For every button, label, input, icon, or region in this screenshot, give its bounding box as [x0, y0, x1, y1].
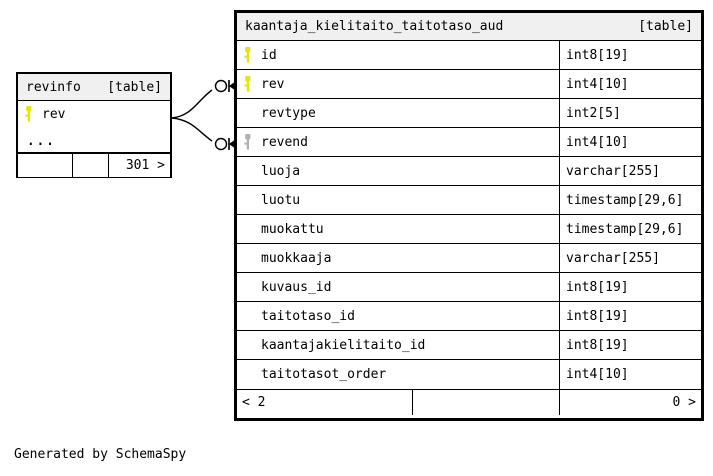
column-name-cell: muokattu: [237, 215, 559, 243]
column-name-cell: kuvaus_id: [237, 273, 559, 301]
column-name: taitotasot_order: [261, 367, 387, 382]
table-column-list: rev: [18, 101, 170, 127]
key-icon: [244, 134, 251, 150]
table-row[interactable]: rev int4[10]: [237, 70, 701, 99]
table-row[interactable]: taitotasot_order int4[10]: [237, 360, 701, 389]
column-type: int8[19]: [566, 279, 629, 295]
footer-parent-count[interactable]: < 2: [242, 395, 266, 410]
table-footer: < 2 0 >: [237, 389, 701, 415]
column-name-cell: luoja: [237, 157, 559, 185]
column-name: kuvaus_id: [261, 279, 332, 295]
column-type: int8[19]: [566, 308, 629, 324]
column-name: muokattu: [261, 221, 324, 237]
table-header: revinfo [table]: [18, 74, 170, 101]
table-row[interactable]: revtype int2[5]: [237, 99, 701, 128]
key-icon: [25, 106, 32, 122]
table-footer: 301 >: [18, 153, 170, 177]
column-type-cell: varchar[255]: [559, 157, 701, 185]
table-row[interactable]: id int8[19]: [237, 41, 701, 70]
footer-middle: [412, 390, 559, 415]
table-row[interactable]: luoja varchar[255]: [237, 157, 701, 186]
column-type: varchar[255]: [566, 163, 660, 179]
column-type: int4[10]: [566, 134, 629, 150]
column-type-cell: timestamp[29,6]: [559, 215, 701, 243]
column-name-cell: rev: [237, 70, 559, 98]
column-type: timestamp[29,6]: [566, 221, 684, 237]
footer-child-count[interactable]: 0 >: [559, 390, 701, 415]
table-type-tag: [table]: [107, 79, 162, 95]
column-type: int8[19]: [566, 337, 629, 353]
table-header: kaantaja_kielitaito_taitotaso_aud [table…: [237, 13, 701, 41]
column-type-cell: int4[10]: [559, 360, 701, 389]
key-icon-slot: [243, 76, 261, 92]
column-name-cell: revend: [237, 128, 559, 156]
column-type-cell: int8[19]: [559, 273, 701, 301]
column-name-cell: luotu: [237, 186, 559, 214]
table-row[interactable]: muokkaaja varchar[255]: [237, 244, 701, 273]
column-type-cell: varchar[255]: [559, 244, 701, 272]
table-name: revinfo: [26, 79, 81, 95]
column-name: revtype: [261, 105, 316, 121]
column-type: int8[19]: [566, 47, 629, 63]
table-revinfo[interactable]: revinfo [table] rev ... 301 >: [16, 72, 172, 178]
ellipsis-label: ...: [26, 130, 55, 149]
table-row[interactable]: revend int4[10]: [237, 128, 701, 157]
column-name: id: [261, 47, 277, 63]
column-name: taitotaso_id: [261, 308, 355, 324]
footer-left: [18, 154, 72, 177]
column-name-cell: kaantajakielitaito_id: [237, 331, 559, 359]
column-name-cell: revtype: [237, 99, 559, 127]
column-type-cell: int2[5]: [559, 99, 701, 127]
column-type-cell: int8[19]: [559, 41, 701, 69]
column-type-cell: int4[10]: [559, 70, 701, 98]
relationship-edge-rev: [171, 89, 213, 119]
column-name-cell: rev: [18, 101, 170, 127]
cardinality-zero-marker-revend: [214, 137, 228, 151]
key-icon-slot: [243, 134, 261, 150]
column-name-cell: taitotasot_order: [237, 360, 559, 389]
column-name-cell: id: [237, 41, 559, 69]
column-type: varchar[255]: [566, 250, 660, 266]
column-type-cell: timestamp[29,6]: [559, 186, 701, 214]
table-row[interactable]: kaantajakielitaito_id int8[19]: [237, 331, 701, 360]
table-row[interactable]: taitotaso_id int8[19]: [237, 302, 701, 331]
key-icon: [244, 47, 251, 63]
column-type: timestamp[29,6]: [566, 192, 684, 208]
table-kaantaja-kielitaito-taitotaso-aud[interactable]: kaantaja_kielitaito_taitotaso_aud [table…: [234, 10, 704, 421]
table-column-list: id int8[19] rev int4[10] revtype int2[5] reven…: [237, 41, 701, 389]
key-icon-slot: [243, 47, 261, 63]
footer-middle: [72, 154, 108, 177]
cardinality-zero-marker-rev: [214, 79, 228, 93]
column-name-cell: taitotaso_id: [237, 302, 559, 330]
column-type-cell: int4[10]: [559, 128, 701, 156]
column-type: int4[10]: [566, 76, 629, 92]
table-row-ellipsis: ...: [18, 127, 170, 153]
column-name-cell: muokkaaja: [237, 244, 559, 272]
column-name: luoja: [261, 163, 301, 179]
key-icon-slot: [24, 106, 42, 122]
table-row[interactable]: rev: [18, 101, 170, 127]
column-name: luotu: [261, 192, 301, 208]
column-type: int2[5]: [566, 105, 621, 121]
relationship-edge-revend: [171, 117, 213, 142]
column-type-cell: int8[19]: [559, 331, 701, 359]
column-name: revend: [261, 134, 308, 150]
column-name: rev: [261, 76, 285, 92]
key-icon: [244, 76, 251, 92]
column-name: rev: [42, 106, 66, 122]
footer-child-count[interactable]: 301 >: [108, 154, 170, 177]
table-row[interactable]: muokattu timestamp[29,6]: [237, 215, 701, 244]
column-name: kaantajakielitaito_id: [261, 337, 426, 353]
table-name: kaantaja_kielitaito_taitotaso_aud: [245, 18, 504, 34]
column-name: muokkaaja: [261, 250, 332, 266]
table-row[interactable]: kuvaus_id int8[19]: [237, 273, 701, 302]
column-type: int4[10]: [566, 367, 629, 382]
column-type-cell: int8[19]: [559, 302, 701, 330]
generated-by-caption: Generated by SchemaSpy: [14, 447, 187, 462]
table-type-tag: [table]: [638, 18, 693, 34]
table-row[interactable]: luotu timestamp[29,6]: [237, 186, 701, 215]
